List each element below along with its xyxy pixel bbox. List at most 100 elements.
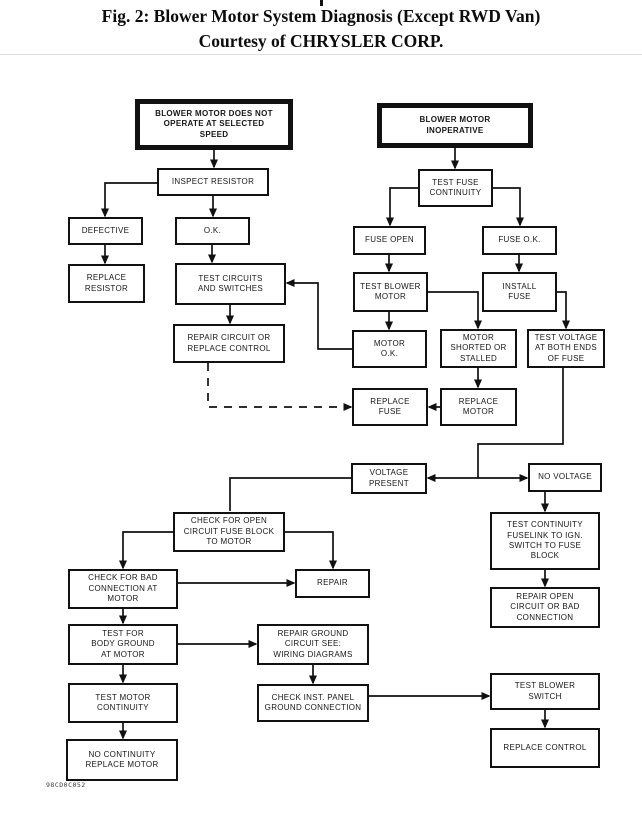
flow-node-label: SWITCH TO FUSE <box>508 541 582 550</box>
flow-node-label: MOTOR <box>373 338 406 348</box>
figure-title: Fig. 2: Blower Motor System Diagnosis (E… <box>101 6 541 26</box>
flow-node-label: FUSE <box>508 292 531 301</box>
flow-node-label: TEST FOR <box>102 628 144 638</box>
flow-node-label: TEST FUSE <box>432 177 479 187</box>
flow-node-label: O.K. <box>203 225 222 235</box>
flow-node-repair: REPAIR <box>295 569 370 598</box>
flow-node-label: TEST BLOWER <box>514 681 576 691</box>
flow-edge-test-fuse-continuity-to-fuse-open <box>386 187 418 227</box>
flow-node-label: GROUND CONNECTION <box>264 703 362 712</box>
flow-node-label: WIRING DIAGRAMS <box>273 649 353 659</box>
flow-edge-repair-circuit-replace-control-to-replace-fuse <box>207 363 353 411</box>
flow-node-defective: DEFECTIVE <box>68 217 143 245</box>
flow-edge-inspect-resistor-to-defective <box>101 182 157 218</box>
flow-node-label: REPLACE <box>370 396 410 406</box>
flow-node-label: CONNECTION <box>516 612 574 622</box>
flow-node-label: CIRCUIT SEE: <box>284 639 342 649</box>
flow-edge-install-fuse-to-test-voltage-fuse <box>557 291 570 330</box>
flow-node-label: CONNECTION AT <box>88 583 158 593</box>
flow-node-label: PRESENT <box>369 478 409 488</box>
flow-node-fuse-ok: FUSE O.K. <box>482 226 557 255</box>
divider-line <box>0 54 642 55</box>
flow-node-label: REPLACE MOTOR <box>85 760 159 769</box>
flow-node-fuse-open: FUSE OPEN <box>353 226 426 255</box>
flow-edge-test-fuse-continuity-to-fuse-ok <box>493 187 524 227</box>
flow-node-label: CONTINUITY <box>97 703 149 712</box>
flow-node-label: RESISTOR <box>84 283 129 293</box>
flow-edge-voltage-present-to-check-open-circuit <box>229 477 351 511</box>
flow-node-ok: O.K. <box>175 217 250 245</box>
flow-edge-test-blower-motor-to-motor-shorted-stalled <box>428 291 482 330</box>
flow-node-inspect-resistor: INSPECT RESISTOR <box>157 168 269 196</box>
flow-node-label: MOTOR <box>462 332 495 342</box>
flow-node-label: TO MOTOR <box>206 537 252 547</box>
flow-node-label: MOTOR <box>374 292 407 301</box>
flow-node-label: TEST VOLTAGE <box>534 332 598 342</box>
flow-node-label: OPERATE AT SELECTED <box>163 119 265 129</box>
flow-node-label: FUSE OPEN <box>365 235 414 245</box>
flow-node-label: INSPECT RESISTOR <box>171 176 255 186</box>
edge-layer <box>101 148 570 740</box>
flow-node-label: TEST BLOWER <box>360 281 421 291</box>
flow-node-label: BODY GROUND <box>91 639 155 649</box>
flow-node-label: TEST CONTINUITY <box>507 520 583 530</box>
flow-node-label: NO VOLTAGE <box>538 472 592 482</box>
flow-node-label: AT BOTH ENDS <box>535 343 597 353</box>
flow-node-label: AND SWITCHES <box>198 284 263 293</box>
flow-node-label: CHECK INST. PANEL <box>271 692 355 702</box>
flow-node-no-voltage: NO VOLTAGE <box>528 463 602 492</box>
flow-node-label: FUSE O.K. <box>498 235 541 245</box>
flow-node-replace-control: REPLACE CONTROL <box>490 728 600 768</box>
flow-node-label: VOLTAGE <box>369 468 409 478</box>
flow-edge-check-open-circuit-to-check-bad-connection <box>119 531 173 570</box>
scan-artifact-tick <box>320 0 323 6</box>
flow-node-label: REPLACE <box>86 273 127 283</box>
flow-node-label: BLOWER MOTOR <box>419 115 491 125</box>
flow-node-label: INSTALL <box>502 281 537 291</box>
flow-node-label: REPAIR GROUND <box>277 628 349 638</box>
flow-node-label: OF FUSE <box>547 353 585 363</box>
flow-node-label: REPAIR OPEN <box>516 591 574 601</box>
flow-node-label: FUSE <box>378 407 402 416</box>
flow-node-label: REPLACE <box>458 396 499 406</box>
flow-node-label: NO CONTINUITY <box>88 749 156 759</box>
flow-node-label: CONTINUITY <box>429 188 482 197</box>
flow-node-label: INOPERATIVE <box>426 125 484 135</box>
flow-edge-motor-ok-to-test-circuits-switches <box>285 279 352 350</box>
flow-node-label: SWITCH <box>528 691 562 701</box>
flow-node-label: CIRCUIT FUSE BLOCK <box>183 526 275 536</box>
flow-node-label: CHECK FOR BAD <box>88 573 158 583</box>
flow-node-label: TEST CIRCUITS <box>198 273 263 283</box>
flow-node-label: MOTOR <box>107 594 139 604</box>
flow-node-label: REPAIR CIRCUIT OR <box>187 333 271 343</box>
flow-node-label: MOTOR <box>462 407 495 416</box>
flow-edge-check-open-circuit-to-repair <box>285 531 337 570</box>
flow-node-label: SPEED <box>199 129 229 139</box>
flow-node-label: BLOWER MOTOR DOES NOT <box>155 108 273 118</box>
figure-subtitle: Courtesy of CHRYSLER CORP. <box>198 31 444 51</box>
flow-node-label: REPLACE CONTROL <box>503 742 587 752</box>
